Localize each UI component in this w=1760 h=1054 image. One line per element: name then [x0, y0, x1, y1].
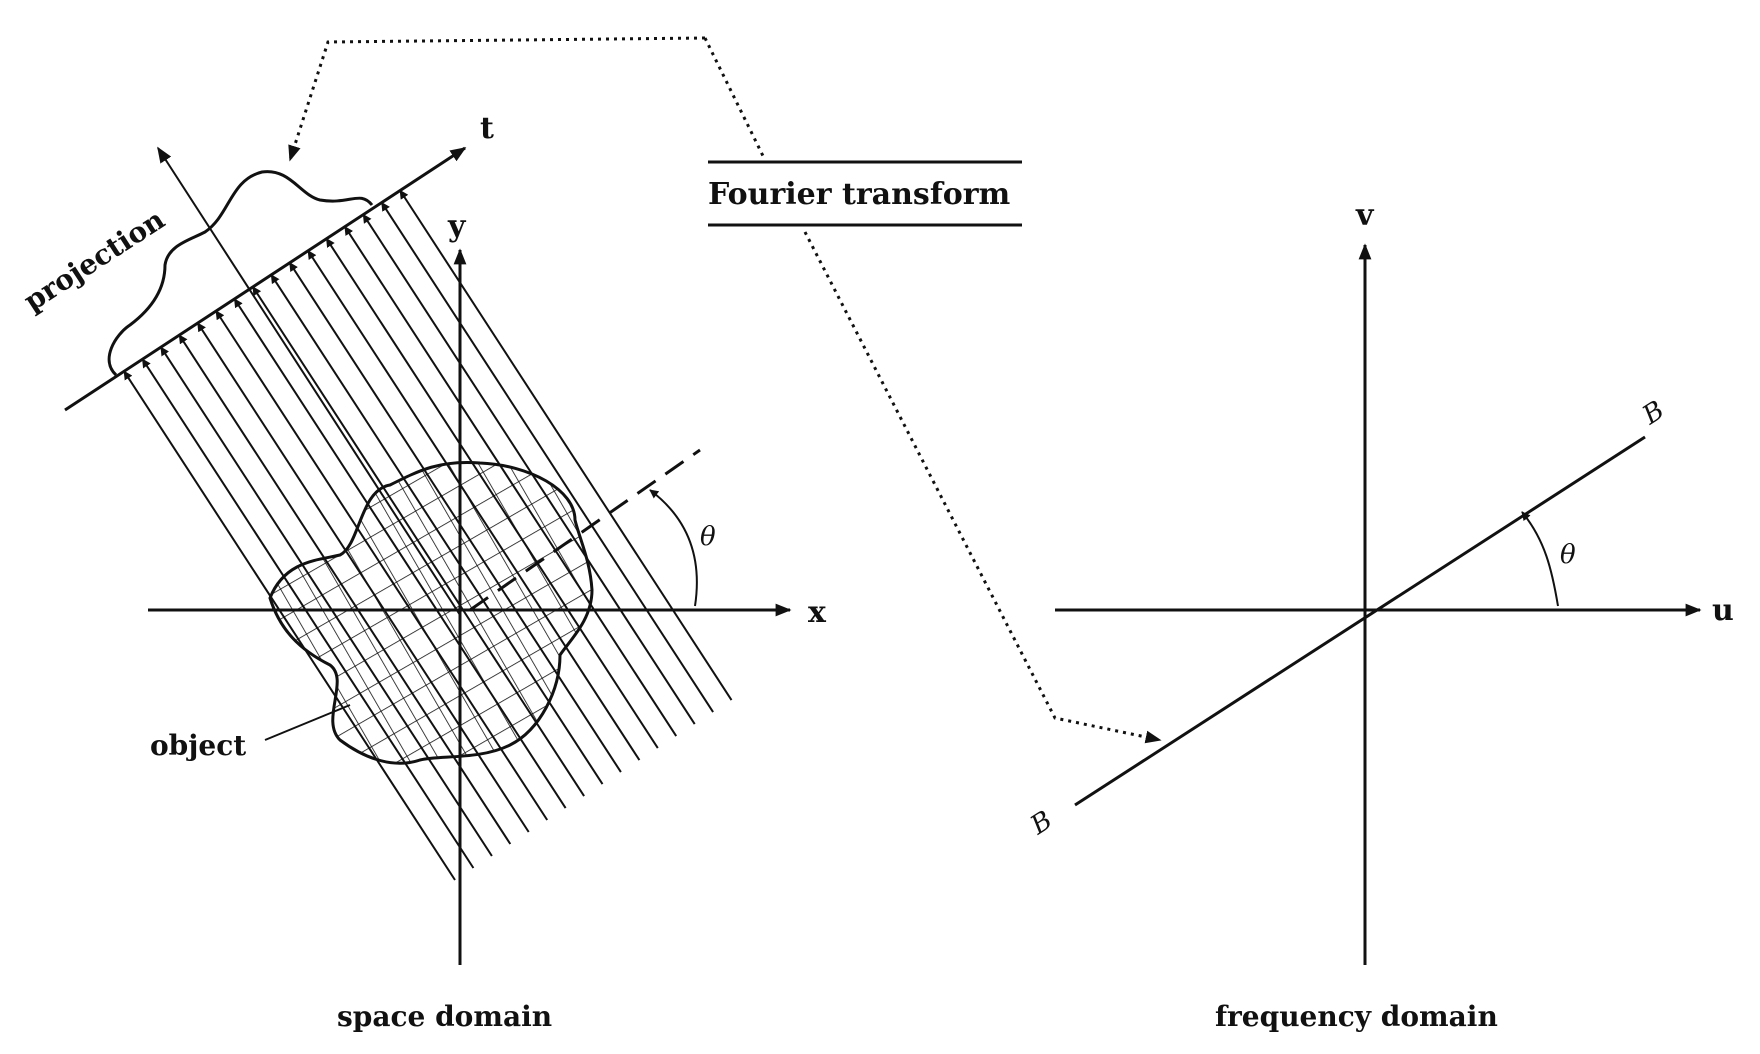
freq-angle-label: θ	[1560, 540, 1576, 570]
dotted-arrow-from-box	[803, 231, 1162, 744]
object-label: object	[150, 729, 246, 762]
projection-ray	[362, 213, 696, 725]
dotted-arrow-to-projection	[288, 36, 706, 162]
fourier-transform-label: Fourier transform	[708, 177, 1011, 212]
x-axis-label: x	[808, 595, 827, 630]
frequency-domain-panel: v u B B θ frequency domain	[1025, 198, 1734, 1033]
angle-label: θ	[700, 522, 716, 552]
t-axis	[64, 146, 467, 412]
projection-ray	[325, 237, 659, 749]
v-axis-label: v	[1355, 198, 1375, 233]
projection-label: projection	[18, 203, 171, 318]
projection-ray	[270, 274, 604, 785]
u-axis-label: u	[1712, 593, 1734, 628]
slice-end-label-b: B	[1637, 395, 1670, 431]
projection-ray	[215, 310, 549, 821]
object-shape	[268, 460, 594, 765]
projection-ray	[123, 370, 456, 881]
slice-line-b	[1074, 435, 1646, 807]
frequency-domain-caption: frequency domain	[1215, 1000, 1498, 1033]
projection-ray	[196, 322, 530, 833]
space-domain-panel: t y x θ projection object space domain	[18, 111, 827, 1033]
projection-ray	[399, 189, 733, 701]
y-axis-label: y	[447, 209, 467, 244]
projection-ray	[160, 346, 493, 857]
projection-ray	[344, 225, 678, 737]
projection-ray	[178, 334, 512, 845]
ray-direction-dashed	[469, 448, 701, 612]
projection-rays	[123, 189, 733, 881]
rotated-s-axis	[157, 146, 461, 616]
slice-start-label-b: B	[1025, 805, 1058, 841]
object-pointer	[264, 704, 351, 741]
angle-arc	[649, 489, 698, 607]
projection-ray	[252, 286, 585, 797]
fourier-transform-link: Fourier transform	[288, 36, 1162, 744]
projection-ray	[233, 298, 567, 809]
projection-curve	[107, 170, 374, 377]
freq-angle-arc	[1521, 511, 1559, 607]
projection-ray	[141, 358, 475, 869]
projection-ray	[380, 201, 714, 713]
t-axis-label: t	[480, 111, 494, 146]
space-domain-caption: space domain	[337, 1000, 552, 1033]
dotted-arrow-to-slice	[703, 37, 767, 161]
projection-ray	[288, 262, 622, 773]
projection-ray	[307, 250, 641, 761]
